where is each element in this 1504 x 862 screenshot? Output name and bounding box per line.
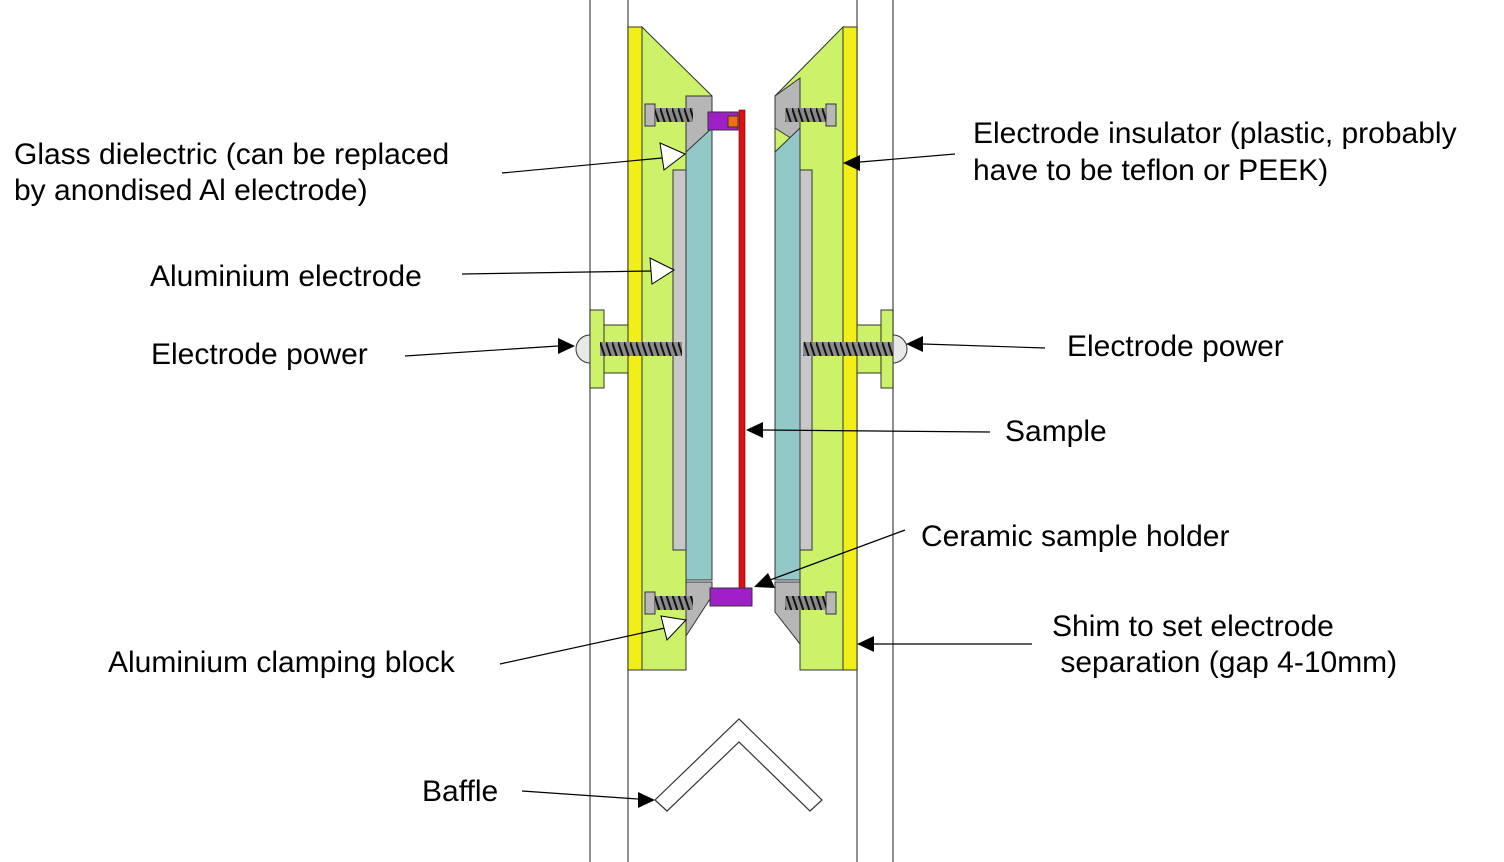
aluminium-clamping-block-label: Aluminium clamping block — [108, 646, 456, 679]
aluminium-electrode-label: Aluminium electrode — [150, 260, 422, 293]
sample-label: Sample — [1005, 415, 1107, 448]
glass-dielectric-label-line1: Glass dielectric (can be replaced — [14, 138, 449, 171]
right-top-screw-head — [825, 103, 837, 127]
left-power-terminal — [575, 334, 591, 364]
shim-leader — [857, 636, 1032, 652]
right-electrode-assembly — [774, 25, 908, 671]
glass-dielectric-leader — [501, 142, 686, 174]
left-electrode-assembly — [575, 25, 713, 671]
electrode-insulator-label-line2: have to be teflon or PEEK) — [973, 154, 1328, 187]
sample-leader — [746, 422, 991, 438]
electrode-power-left-label: Electrode power — [151, 338, 368, 371]
electrode-power-right-leader — [906, 336, 1046, 352]
right-top-screw-thread — [785, 108, 826, 122]
right-bottom-clamp-block — [774, 581, 801, 646]
ceramic-sample-holder-leader — [754, 529, 906, 588]
left-bottom-screw-thread — [655, 596, 693, 610]
electrode-insulator-leader — [843, 153, 956, 171]
right-power-screw-thread — [803, 342, 893, 356]
ceramic-sample-holder-label: Ceramic sample holder — [921, 520, 1229, 553]
right-glass-dielectric — [774, 126, 801, 581]
left-aluminium-electrode — [672, 169, 688, 551]
right-bottom-screw-thread — [785, 596, 826, 610]
right-power-terminal — [892, 334, 908, 364]
electrode-power-left-leader — [404, 338, 575, 357]
aluminium-clamping-block-leader — [499, 615, 688, 665]
electrode-insulator-label-line1: Electrode insulator (plastic, probably — [973, 117, 1457, 150]
baffle-leader — [521, 790, 655, 808]
left-top-screw-head — [644, 103, 656, 127]
top-sample-holder-tip — [727, 115, 739, 128]
bottom-sample-holder — [709, 587, 753, 607]
left-glass-dielectric — [685, 126, 713, 581]
left-bottom-screw-head — [644, 591, 656, 615]
electrode-power-right-label: Electrode power — [1067, 330, 1284, 363]
baffle — [654, 718, 823, 812]
left-top-screw-thread — [655, 108, 693, 122]
right-bottom-screw-head — [825, 591, 837, 615]
aluminium-electrode-leader — [461, 257, 676, 285]
glass-dielectric-label-line2: by anondised Al electrode) — [14, 174, 368, 207]
shim-label-line2: separation (gap 4-10mm) — [1052, 646, 1397, 679]
left-power-screw-thread — [600, 342, 682, 356]
sample — [738, 109, 746, 591]
sample-assembly — [707, 109, 753, 607]
shim-label-line1: Shim to set electrode — [1052, 610, 1334, 643]
baffle-label: Baffle — [422, 775, 498, 808]
